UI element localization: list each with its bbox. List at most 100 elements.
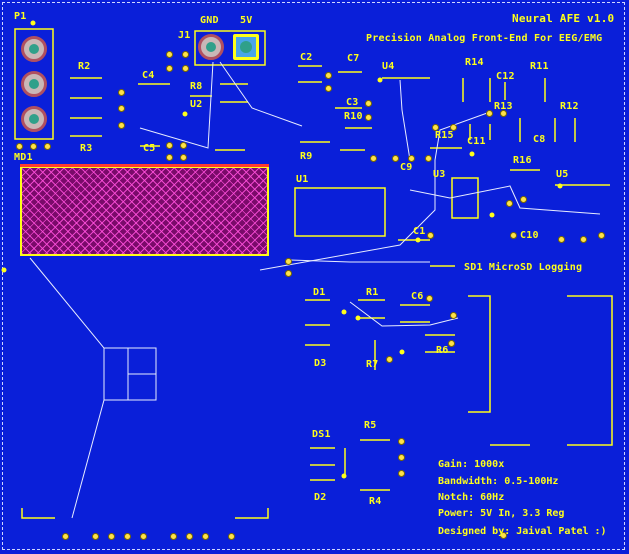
via-17	[365, 100, 372, 107]
label-u4: U4	[382, 61, 395, 72]
via-21	[408, 155, 415, 162]
label-r4: R4	[369, 496, 382, 507]
via-31	[580, 236, 587, 243]
via-19	[370, 155, 377, 162]
via-48	[170, 533, 177, 540]
via-43	[62, 533, 69, 540]
label-c8: C8	[533, 134, 546, 145]
label-c12: C12	[496, 71, 515, 82]
via-24	[450, 124, 457, 131]
label-r2: R2	[78, 61, 91, 72]
via-5	[182, 51, 189, 58]
via-14	[180, 154, 187, 161]
label-r7: R7	[366, 359, 379, 370]
j1-gnd-pad	[198, 34, 224, 60]
via-34	[285, 258, 292, 265]
label-ds1: DS1	[312, 429, 331, 440]
label-c6: C6	[411, 291, 424, 302]
label-md1: MD1	[14, 152, 33, 163]
label-c11: C11	[467, 136, 486, 147]
via-1	[16, 143, 23, 150]
label-c9: C9	[400, 162, 413, 173]
via-11	[166, 142, 173, 149]
via-45	[108, 533, 115, 540]
label-c1: C1	[413, 226, 426, 237]
via-25	[486, 110, 493, 117]
label-c4: C4	[142, 70, 155, 81]
info-power: Power: 5V In, 3.3 Reg	[438, 508, 565, 519]
label-r1: R1	[366, 287, 379, 298]
label-r3: R3	[80, 143, 93, 154]
via-30	[558, 236, 565, 243]
via-3	[44, 143, 51, 150]
label-d1: D1	[313, 287, 326, 298]
via-28	[520, 196, 527, 203]
label-r6: R6	[436, 345, 449, 356]
j1-5v-pad	[233, 34, 259, 60]
label-u3: U3	[433, 169, 446, 180]
via-35	[285, 270, 292, 277]
via-20	[392, 155, 399, 162]
via-50	[202, 533, 209, 540]
via-39	[386, 356, 393, 363]
via-23	[432, 124, 439, 131]
via-32	[598, 232, 605, 239]
info-gain: Gain: 1000x	[438, 459, 505, 470]
via-41	[398, 454, 405, 461]
via-18	[365, 114, 372, 121]
via-36	[426, 295, 433, 302]
via-22	[425, 155, 432, 162]
via-15	[325, 72, 332, 79]
label-d3: D3	[314, 358, 327, 369]
label-r14: R14	[465, 57, 484, 68]
label-5v: 5V	[240, 15, 253, 26]
label-d2: D2	[314, 492, 327, 503]
label-j1: J1	[178, 30, 191, 41]
label-r9: R9	[300, 151, 313, 162]
label-c7: C7	[347, 53, 360, 64]
via-9	[118, 105, 125, 112]
label-gnd: GND	[200, 15, 219, 26]
label-c2: C2	[300, 52, 313, 63]
via-51	[228, 533, 235, 540]
info-designer: Designed by: Jaival Patel :)	[438, 526, 607, 537]
via-44	[92, 533, 99, 540]
label-u5: U5	[556, 169, 569, 180]
label-u1: U1	[296, 174, 309, 185]
label-c10: C10	[520, 230, 539, 241]
via-16	[325, 85, 332, 92]
label-r5: R5	[364, 420, 377, 431]
via-8	[118, 89, 125, 96]
via-46	[124, 533, 131, 540]
info-bandwidth: Bandwidth: 0.5-100Hz	[438, 476, 559, 487]
label-r8: R8	[190, 81, 203, 92]
via-42	[398, 470, 405, 477]
label-sd1: SD1 MicroSD Logging	[464, 262, 583, 273]
via-33	[427, 232, 434, 239]
label-p1: P1	[14, 11, 27, 22]
copper-keepout-region	[20, 164, 269, 256]
label-r13: R13	[494, 101, 513, 112]
via-26	[500, 110, 507, 117]
label-r12: R12	[560, 101, 579, 112]
label-c5: C5	[143, 143, 156, 154]
via-47	[140, 533, 147, 540]
label-u2: U2	[190, 99, 203, 110]
label-r15: R15	[435, 130, 454, 141]
p1-pad-1	[21, 36, 47, 62]
via-52	[500, 532, 507, 539]
info-notch: Notch: 60Hz	[438, 492, 505, 503]
board-title: Neural AFE v1.0	[512, 12, 615, 25]
label-c3: C3	[346, 97, 359, 108]
label-r16: R16	[513, 155, 532, 166]
via-4	[166, 51, 173, 58]
via-37	[450, 312, 457, 319]
via-29	[510, 232, 517, 239]
via-38	[448, 340, 455, 347]
via-7	[182, 65, 189, 72]
via-49	[186, 533, 193, 540]
board-subtitle: Precision Analog Front-End For EEG/EMG	[366, 33, 603, 44]
via-40	[398, 438, 405, 445]
